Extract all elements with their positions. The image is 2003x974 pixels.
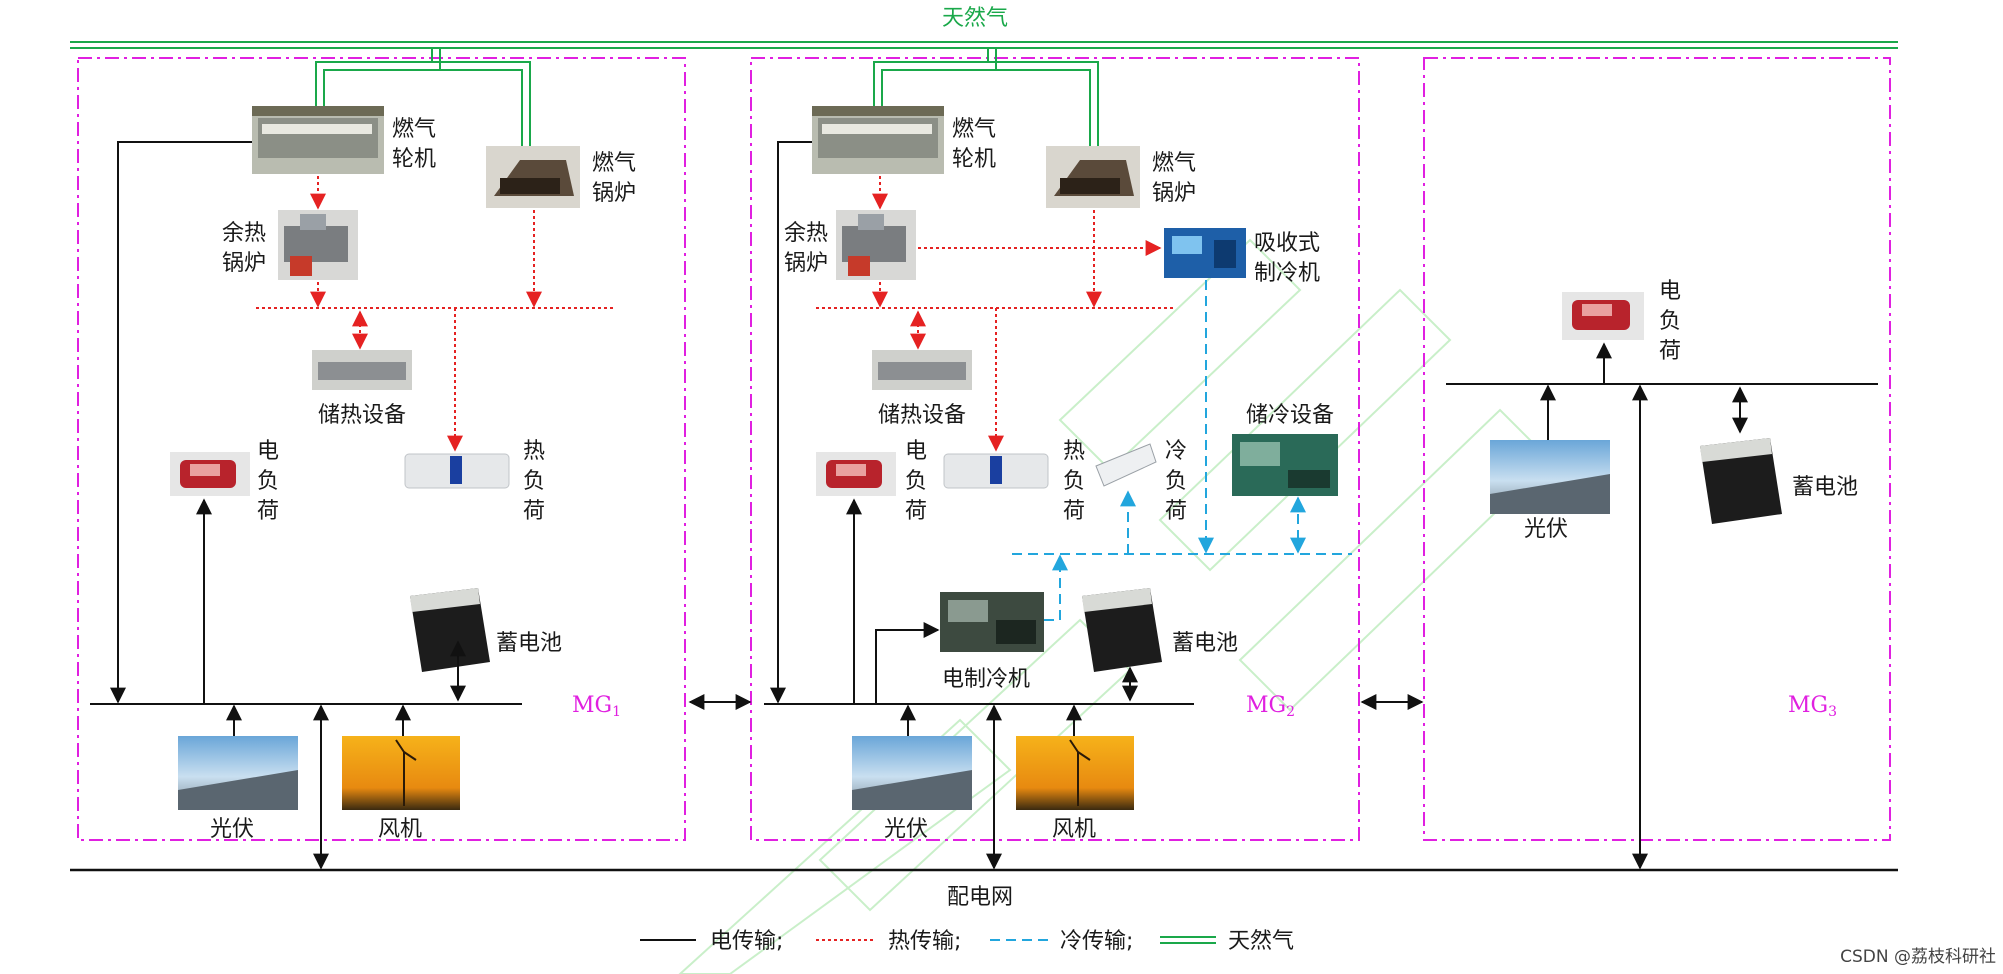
legend-heat-label: 热传输; (888, 929, 961, 954)
mg3-electric-load-label-1: 电 (1659, 279, 1681, 304)
mg1-pv: 光伏 (178, 736, 298, 842)
mg1-wind-label: 风机 (378, 817, 422, 842)
legend-cold-label: 冷传输; (1060, 929, 1133, 954)
mg2-waste-heat-boiler-label-2: 锅炉 (784, 251, 828, 276)
mg1-heat-load-label-1: 热 (523, 439, 545, 464)
mg2-heat-load: 热 负 荷 (943, 439, 1085, 524)
mg2-battery: 蓄电池 (1082, 588, 1238, 672)
mg2-wind: 风机 (1016, 736, 1134, 842)
mg2-electric-load-label-1: 电 (905, 439, 927, 464)
distribution-grid: 配电网 (70, 868, 1898, 910)
mg2-name: MG2 (1246, 693, 1295, 720)
mg3-battery: 蓄电池 (1700, 438, 1858, 524)
mg2-cold-load-label-2: 负 (1165, 469, 1187, 494)
legend-gas-label: 天然气 (1228, 929, 1294, 954)
mg1-heat-load-label-3: 荷 (523, 499, 545, 524)
mg2-heat-load-label-1: 热 (1063, 439, 1085, 464)
mg1-heat-load: 热 负 荷 (404, 439, 545, 524)
mg2: 燃气 轮机 燃气 锅炉 余热 锅炉 吸收式 制冷机 (764, 48, 1424, 870)
mg1-electric-load-label-3: 荷 (257, 499, 279, 524)
mg1-heat-flows (310, 176, 542, 452)
mg2-wind-label: 风机 (1052, 817, 1096, 842)
gas-header: 天然气 (70, 6, 1898, 49)
mg2-gas-turbine-label-1: 燃气 (952, 117, 996, 142)
mg2-absorption-chiller-label-1: 吸收式 (1254, 231, 1320, 256)
mg1-gas-turbine: 燃气 轮机 (252, 106, 436, 174)
mg3-electric-load-label-3: 荷 (1659, 339, 1681, 364)
mg1-gas-turbine-label-1: 燃气 (392, 117, 436, 142)
mg1-heat-load-label-2: 负 (523, 469, 545, 494)
mg3-border (1423, 57, 1891, 841)
mg2-gas-pipes (873, 48, 1099, 148)
mg3-electric-load-label-2: 负 (1659, 309, 1681, 334)
mg2-electric-load-label-2: 负 (905, 469, 927, 494)
mg2-heat-storage: 储热设备 (872, 350, 972, 428)
mg2-heat-load-label-2: 负 (1063, 469, 1085, 494)
mg1-battery: 蓄电池 (410, 588, 562, 672)
mg1-heat-storage-label: 储热设备 (318, 403, 406, 428)
mg2-heat-flows (872, 176, 1162, 452)
mg1-battery-label: 蓄电池 (496, 631, 562, 656)
mg2-gas-turbine-label-2: 轮机 (952, 147, 996, 172)
mg2-pv-label: 光伏 (884, 817, 928, 842)
mg2-heat-storage-label: 储热设备 (878, 403, 966, 428)
mg1-electric-load: 电 负 荷 (170, 439, 279, 524)
mg2-electric-load-label-3: 荷 (905, 499, 927, 524)
mg2-cold-flows (1044, 280, 1306, 621)
mg3-battery-label: 蓄电池 (1792, 475, 1858, 500)
mg-borders (77, 57, 1891, 841)
mg1-waste-heat-boiler-label-2: 锅炉 (222, 251, 266, 276)
mg3-pv-label: 光伏 (1524, 517, 1568, 542)
mg1-electric-flows (110, 141, 752, 870)
mg2-cold-load-label-3: 荷 (1165, 499, 1187, 524)
mg3-electric-load: 电 负 荷 (1562, 279, 1681, 364)
mg2-cold-load-label-1: 冷 (1165, 439, 1187, 464)
mg2-border (750, 57, 1360, 841)
watermark-text: CSDN @荔枝科研社 (1840, 947, 1996, 967)
mg2-gas-boiler-label-2: 锅炉 (1152, 181, 1196, 206)
mg1-waste-heat-boiler: 余热 锅炉 (222, 210, 358, 280)
mg1-waste-heat-boiler-label-1: 余热 (222, 221, 266, 246)
mg1-electric-load-label-1: 电 (257, 439, 279, 464)
mg1: 燃气 轮机 燃气 锅炉 余热 锅炉 (90, 48, 752, 870)
mg2-cold-storage: 储冷设备 (1232, 403, 1338, 496)
mg3-name: MG3 (1788, 693, 1837, 720)
mg2-heat-load-label-3: 荷 (1063, 499, 1085, 524)
mg1-heat-storage: 储热设备 (312, 350, 412, 428)
mg2-battery-label: 蓄电池 (1172, 631, 1238, 656)
mg2-gas-boiler: 燃气 锅炉 (1046, 146, 1196, 208)
mg2-electric-chiller-label: 电制冷机 (942, 667, 1030, 692)
gas-title: 天然气 (942, 6, 1008, 31)
mg2-cold-load: 冷 负 荷 (1095, 439, 1187, 524)
legend-electric-label: 电传输; (710, 929, 783, 954)
mg3-pv: 光伏 (1490, 440, 1610, 542)
mg2-waste-heat-boiler: 余热 锅炉 (784, 210, 916, 280)
mg1-gas-boiler: 燃气 锅炉 (486, 146, 636, 208)
mg2-electric-load: 电 负 荷 (816, 439, 927, 524)
mg1-gas-pipes (315, 48, 531, 148)
mg3-electric-flows (1540, 342, 1748, 870)
mg1-pv-label: 光伏 (210, 817, 254, 842)
mg1-wind: 风机 (342, 736, 460, 842)
mg2-cold-storage-label: 储冷设备 (1246, 403, 1334, 428)
mg2-electric-flows (770, 141, 1424, 870)
mg2-gas-turbine: 燃气 轮机 (812, 106, 996, 174)
mg1-electric-load-label-2: 负 (257, 469, 279, 494)
mg2-absorption-chiller: 吸收式 制冷机 (1164, 228, 1320, 286)
mg1-name: MG1 (572, 693, 621, 720)
mg2-absorption-chiller-label-2: 制冷机 (1254, 261, 1320, 286)
mg1-gas-boiler-label-1: 燃气 (592, 151, 636, 176)
grid-label: 配电网 (947, 885, 1013, 910)
mg1-gas-turbine-label-2: 轮机 (392, 147, 436, 172)
mg2-pv: 光伏 (852, 736, 972, 842)
mg1-gas-boiler-label-2: 锅炉 (592, 181, 636, 206)
cold-load-icon (1095, 443, 1157, 487)
mg2-electric-chiller: 电制冷机 (940, 592, 1044, 692)
legend: 电传输; 热传输; 冷传输; 天然气 (640, 929, 1294, 954)
mg2-waste-heat-boiler-label-1: 余热 (784, 221, 828, 246)
mg1-border (77, 57, 686, 841)
mg2-gas-boiler-label-1: 燃气 (1152, 151, 1196, 176)
mg3: 电 负 荷 光伏 蓄电池 MG3 (1446, 279, 1878, 870)
